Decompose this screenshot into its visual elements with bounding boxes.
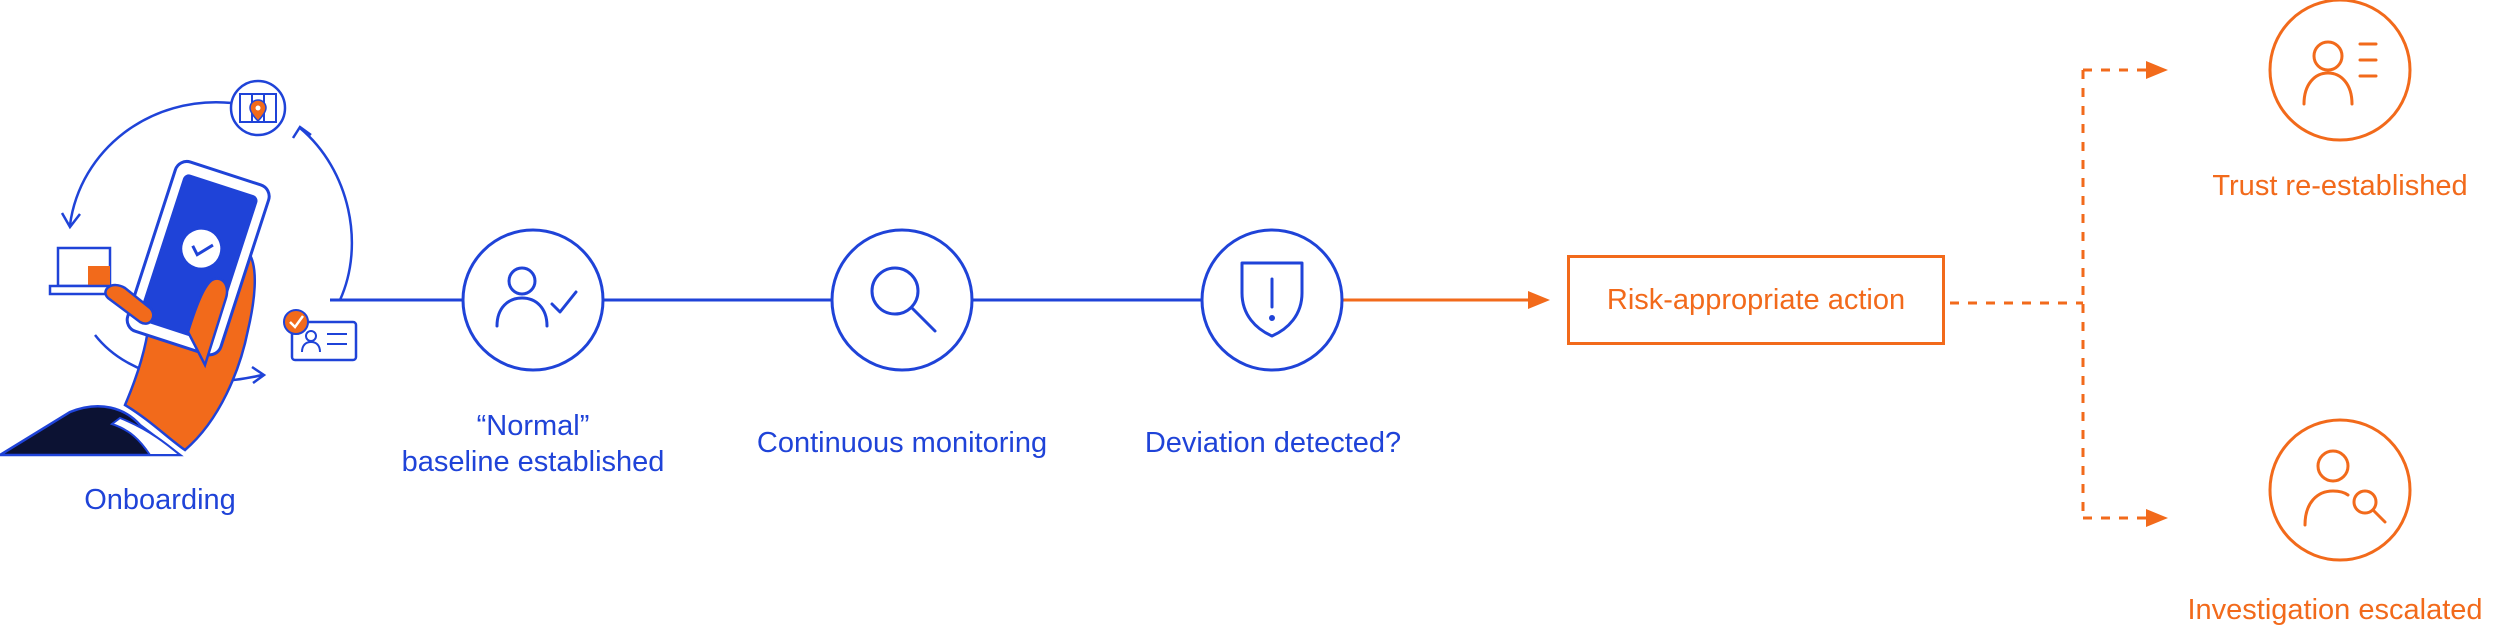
- step-baseline: [461, 228, 605, 372]
- label-action: Risk-appropriate action: [1606, 283, 1906, 316]
- magnifier-icon: [870, 266, 937, 333]
- sleeve: [0, 405, 184, 457]
- shield-alert-icon: [1240, 261, 1304, 338]
- label-deviation: Deviation detected?: [1144, 427, 1402, 459]
- label-baseline-line2: baseline established: [401, 446, 665, 478]
- action-box: Risk-appropriate action: [1567, 255, 1945, 345]
- laptop-icon: [48, 246, 120, 296]
- label-baseline-line1: “Normal”: [476, 410, 590, 442]
- label-baseline: “Normal” baseline established: [380, 408, 686, 480]
- outcome-trust: [2268, 0, 2412, 142]
- label-monitoring: Continuous monitoring: [756, 427, 1048, 459]
- step-monitoring: [830, 228, 974, 372]
- outcome-investigation: [2268, 418, 2412, 562]
- label-onboarding: Onboarding: [84, 484, 236, 516]
- arrowhead-trust: [2146, 61, 2168, 79]
- location-pin-icon: [229, 79, 287, 137]
- label-trust: Trust re-established: [2212, 170, 2468, 202]
- label-investigation: Investigation escalated: [2187, 594, 2483, 626]
- arrowhead-action: [1528, 291, 1550, 309]
- user-list-icon: [2302, 40, 2378, 106]
- cycle-arrow-left: [68, 100, 233, 226]
- phone-hand-icon: [0, 79, 358, 457]
- step-deviation: [1200, 228, 1344, 372]
- check-icon: [180, 227, 223, 270]
- arrowhead-investigation: [2146, 509, 2168, 527]
- user-search-icon: [2303, 449, 2387, 527]
- dashed-branch: [1950, 68, 2150, 520]
- id-card-icon: [283, 309, 358, 362]
- user-check-icon: [495, 266, 578, 328]
- cycle-arrow-right: [299, 127, 354, 301]
